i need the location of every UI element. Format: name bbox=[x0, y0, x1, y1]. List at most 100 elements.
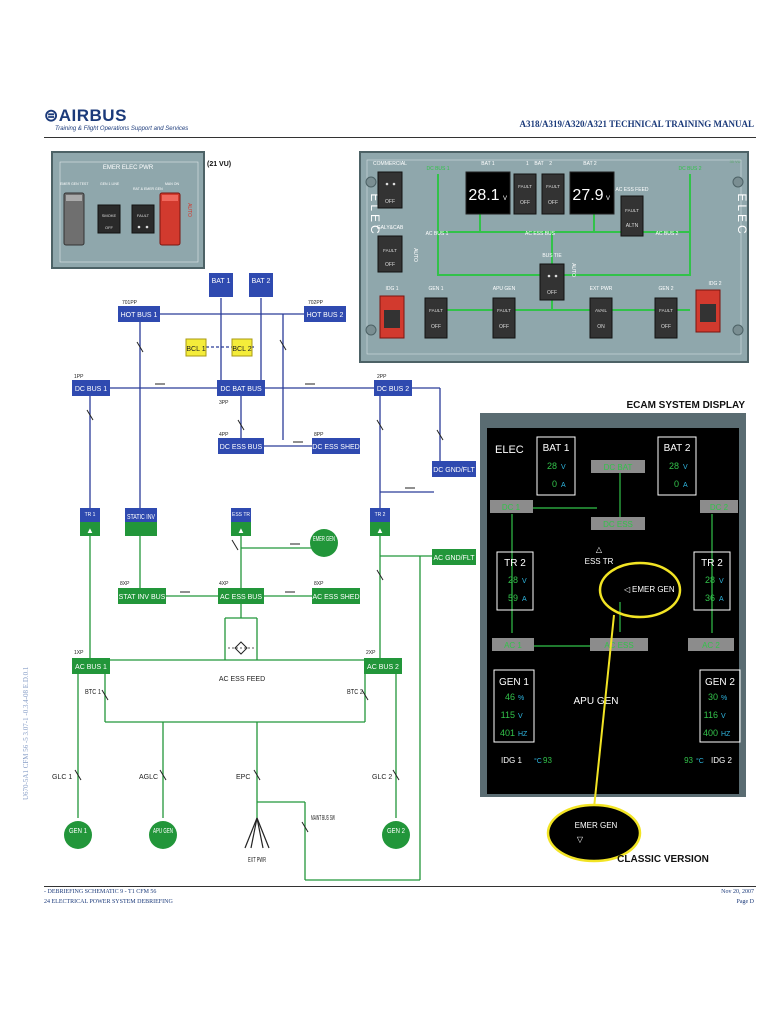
glc1-label: GLC 1 bbox=[52, 774, 72, 781]
emer-gen-highlight bbox=[598, 561, 682, 619]
svg-text:▲: ▲ bbox=[86, 526, 94, 535]
ac-ess-feed-button[interactable]: FAULT ALTN bbox=[620, 195, 644, 237]
bat1-button[interactable]: FAULT OFF bbox=[513, 173, 537, 215]
gen1-fault: FAULT bbox=[429, 308, 443, 313]
ecam-bat2-label: BAT 2 bbox=[664, 443, 691, 454]
smoke-legend: SMOKE bbox=[102, 213, 117, 218]
man-on-guard[interactable] bbox=[159, 192, 181, 246]
label-3pp: 3PP bbox=[219, 400, 229, 406]
ecam-gen2-volts: 116 bbox=[704, 710, 718, 720]
ecam-tr2-right-volts: 28 bbox=[705, 575, 715, 585]
ac-ess-bus-text: AC ESS BUS bbox=[220, 594, 262, 601]
label-4xp: 4XP bbox=[219, 581, 229, 587]
ext-pwr-avail: AVAIL bbox=[595, 308, 608, 313]
manual-title: A318/A319/A320/A321 TECHNICAL TRAINING M… bbox=[519, 119, 754, 129]
ecam-bat1-a-unit: A bbox=[561, 482, 566, 489]
tr1-node: TR 1 ▲ bbox=[80, 508, 100, 536]
bat2-node: BAT 2 bbox=[249, 273, 273, 297]
dc-ess-bus-text: DC ESS BUS bbox=[220, 444, 263, 451]
commercial-button[interactable]: OFF bbox=[377, 171, 403, 209]
bcl1-node: BCL 1 bbox=[185, 338, 207, 357]
bat1-volt-unit: V bbox=[503, 196, 507, 202]
ecam-bat2-amps: 0 bbox=[674, 479, 679, 489]
dc-bus2-node: DC BUS 2 bbox=[374, 380, 412, 396]
ext-pwr-plug-icon bbox=[244, 817, 270, 849]
ecam-idg2-label: IDG 2 bbox=[711, 756, 732, 765]
idg1-disconnect-guard[interactable] bbox=[379, 295, 405, 339]
ecam-title: ECAM SYSTEM DISPLAY bbox=[626, 400, 745, 411]
ecam-idg1-label: IDG 1 bbox=[501, 756, 522, 765]
ecam-bat2-v-unit: V bbox=[683, 464, 688, 471]
hot-bus1-text: HOT BUS 1 bbox=[121, 312, 158, 319]
gen2-fault: FAULT bbox=[659, 308, 673, 313]
bus-tie-button[interactable]: OFF bbox=[539, 263, 565, 301]
svg-text:▲: ▲ bbox=[237, 526, 245, 535]
elec-gen2-label: GEN 2 bbox=[658, 286, 673, 292]
gen2-source: GEN 2 bbox=[382, 821, 410, 849]
ac-ess-feed-fault: FAULT bbox=[625, 208, 639, 213]
static-inv-node: STATIC INV bbox=[125, 508, 157, 536]
ecam-dc-bat: DC BAT bbox=[604, 463, 633, 472]
galy-cab-button[interactable]: FAULT OFF bbox=[377, 235, 403, 273]
apu-gen-button[interactable]: FAULT OFF bbox=[492, 297, 516, 339]
emer-elec-pwr-panel: EMER ELEC PWR EMER GEN TEST GEN 1 LINE R… bbox=[51, 151, 205, 269]
ecam-ac2: AC 2 bbox=[702, 641, 720, 650]
man-on-label: MAN ON bbox=[165, 182, 179, 186]
fault-legend: FAULT bbox=[137, 213, 150, 218]
emer-auto-label: AUTO bbox=[186, 203, 192, 217]
ecam-elec-label: ELEC bbox=[495, 444, 524, 456]
gen2-source-text: GEN 2 bbox=[387, 828, 405, 835]
ecam-bat1-volts: 28 bbox=[547, 461, 557, 471]
hot-bus2-text: HOT BUS 2 bbox=[307, 312, 344, 319]
bat2-button[interactable]: FAULT OFF bbox=[541, 173, 565, 215]
ac-bus2-node: AC BUS 2 bbox=[364, 658, 402, 674]
label-2pp: 2PP bbox=[377, 374, 387, 380]
glc2-label: GLC 2 bbox=[372, 774, 392, 781]
gen2-button[interactable]: FAULT OFF bbox=[654, 297, 678, 339]
emer-panel-title: EMER ELEC PWR bbox=[103, 165, 154, 171]
bus-tie-off: OFF bbox=[547, 290, 557, 296]
ac-ess-shed-text: AC ESS SHED bbox=[312, 594, 359, 601]
elec-idg1-label: IDG 1 bbox=[385, 286, 398, 292]
elec-dc-bus1-label: DC BUS 1 bbox=[426, 166, 449, 172]
bat2-voltage-value: 27.9 bbox=[572, 187, 603, 204]
ecam-gen1-volts: 115 bbox=[501, 710, 515, 720]
gen1-line-label: GEN 1 LINE bbox=[100, 182, 120, 186]
label-8xp-right: 8XP bbox=[314, 581, 324, 587]
elec-ext-pwr-label: EXT PWR bbox=[590, 286, 613, 292]
schematic-nodes: BAT 1 BAT 2 701PP 702PP HOT BUS 1 HOT BU… bbox=[52, 273, 476, 864]
ecam-tr2-left-volts: 28 bbox=[508, 575, 518, 585]
ecam-tr2-right-a-unit: A bbox=[719, 596, 724, 603]
elec-dc-bus2-label: DC BUS 2 bbox=[678, 166, 701, 172]
emer-gen-text: EMER GEN bbox=[313, 536, 335, 543]
elec-bat1-label: BAT 1 bbox=[481, 161, 495, 167]
ecam-gen1-label: GEN 1 bbox=[499, 677, 529, 688]
rat-emer-gen-label: RAT & EMER GEN bbox=[133, 187, 163, 191]
off-legend: OFF bbox=[105, 225, 114, 230]
rat-emer-gen-indicator: FAULT bbox=[131, 204, 155, 234]
ecam-tr2-right-amps: 36 bbox=[705, 593, 715, 603]
ecam-tr2-left-a-unit: A bbox=[522, 596, 527, 603]
aglc-label: AGLC bbox=[139, 774, 158, 781]
ecam-bat1-v-unit: V bbox=[561, 464, 566, 471]
galy-auto-label: AUTO bbox=[412, 248, 418, 262]
ecam-gen1-hz-unit: HZ bbox=[518, 731, 528, 738]
bat2-node-text: BAT 2 bbox=[252, 278, 271, 285]
emer-gen-test-guard[interactable] bbox=[63, 192, 85, 246]
footer-right-2: Page D bbox=[736, 899, 755, 905]
ecam-idg2-temp: 93 bbox=[684, 756, 693, 765]
bat1-node: BAT 1 bbox=[209, 273, 233, 297]
ext-pwr-button[interactable]: AVAIL ON bbox=[589, 297, 613, 339]
gen1-line-button[interactable]: SMOKE OFF bbox=[97, 204, 121, 234]
apu-gen-source: APU GEN bbox=[149, 821, 177, 849]
commercial-label: COMMERCIAL bbox=[373, 161, 407, 167]
idg2-disconnect-guard[interactable] bbox=[695, 289, 721, 333]
dc-ess-shed-text: DC ESS SHED bbox=[312, 444, 359, 451]
dc-ess-bus-node: DC ESS BUS bbox=[218, 438, 264, 454]
epc-label: EPC bbox=[236, 774, 250, 781]
dc-gnd-flt-node: DC GND/FLT bbox=[432, 461, 476, 477]
ac-ess-bus-node: AC ESS BUS bbox=[218, 588, 264, 604]
gen1-button[interactable]: FAULT OFF bbox=[424, 297, 448, 339]
ecam-ac1: AC 1 bbox=[504, 641, 522, 650]
